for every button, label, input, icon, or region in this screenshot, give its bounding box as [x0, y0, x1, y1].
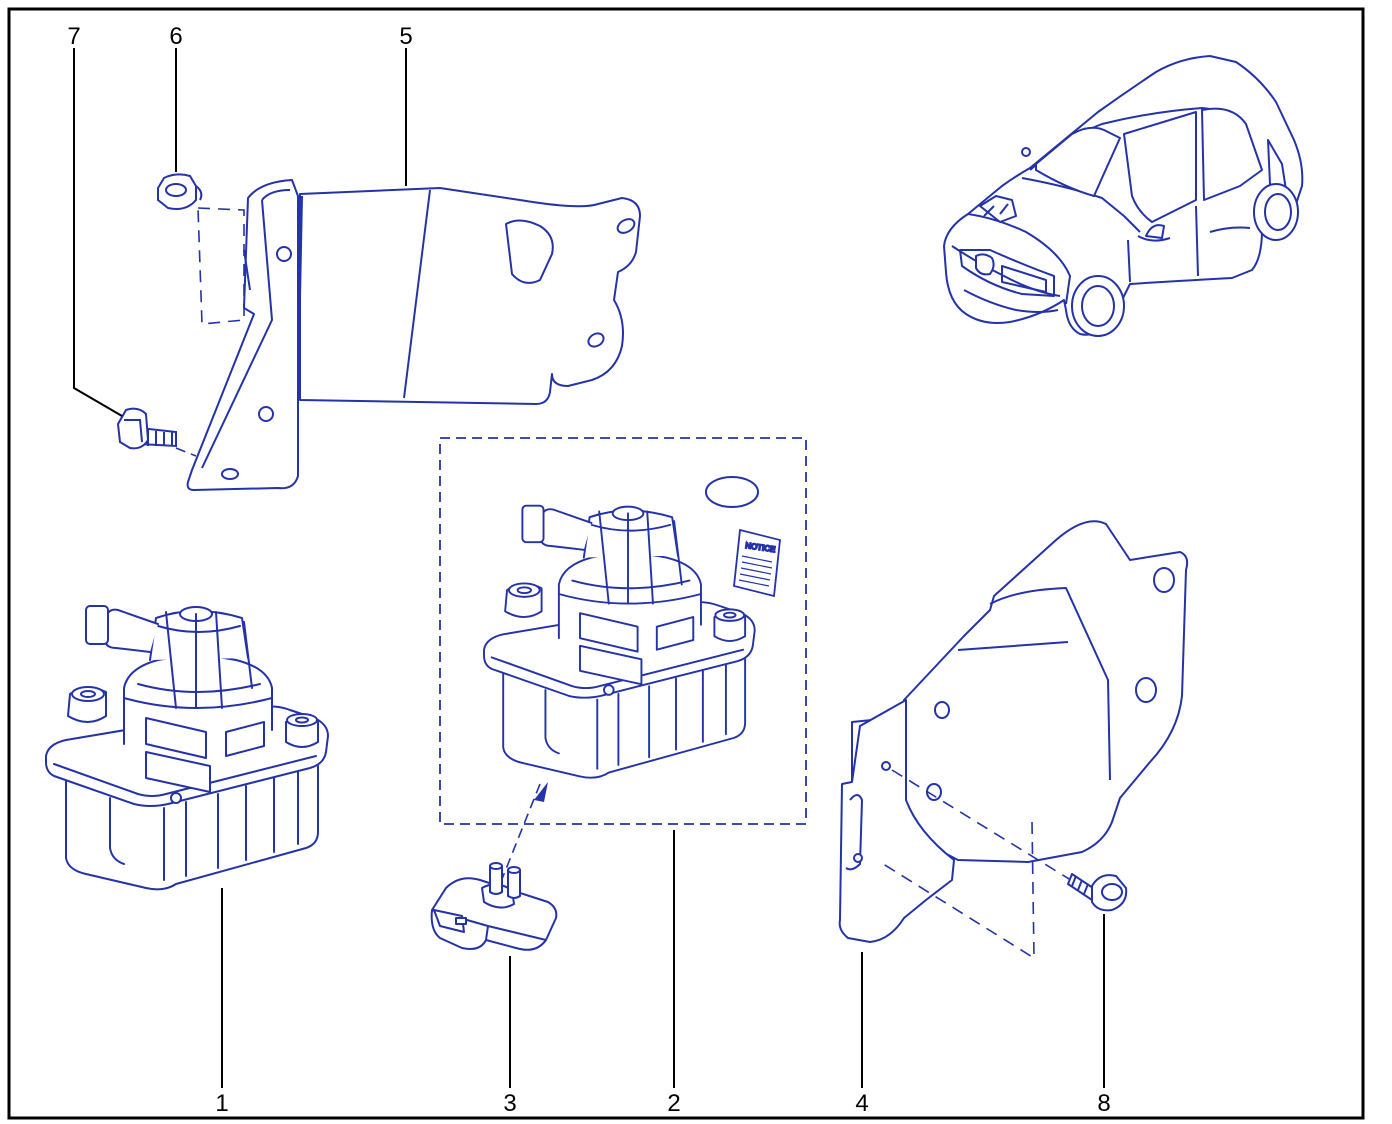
part-1-fuel-filter-housing — [45, 605, 329, 891]
part-2-fuel-filter-kit — [483, 504, 756, 779]
kit-dashed-outline — [439, 437, 807, 825]
assembly-lines — [175, 207, 541, 885]
part-7-bolt — [116, 407, 177, 450]
part-3-water-in-fuel-sensor — [430, 862, 558, 951]
part-6-nut — [157, 173, 203, 210]
vehicle-locator-icon — [943, 55, 1304, 337]
arrow-sensor-to-kit — [534, 782, 548, 802]
part-4-heat-shield — [838, 520, 1189, 943]
callout-8: 8 — [1097, 1090, 1110, 1117]
assembly-lines-shield — [879, 769, 1075, 960]
callout-2: 2 — [667, 1090, 680, 1117]
o-ring-icon — [705, 476, 759, 508]
callout-7: 7 — [67, 23, 80, 50]
leader-lines — [73, 48, 1105, 1088]
notice-booklet-icon: NOTICE — [733, 528, 781, 598]
part-5-mounting-bracket — [186, 179, 641, 491]
part-8-screw — [1067, 873, 1128, 912]
callout-6: 6 — [169, 23, 182, 50]
callout-5: 5 — [399, 23, 412, 50]
leader-7 — [73, 48, 123, 417]
callout-1: 1 — [215, 1090, 228, 1117]
callout-4: 4 — [855, 1090, 868, 1117]
frame-border — [7, 7, 1365, 1120]
callout-3: 3 — [503, 1090, 516, 1117]
